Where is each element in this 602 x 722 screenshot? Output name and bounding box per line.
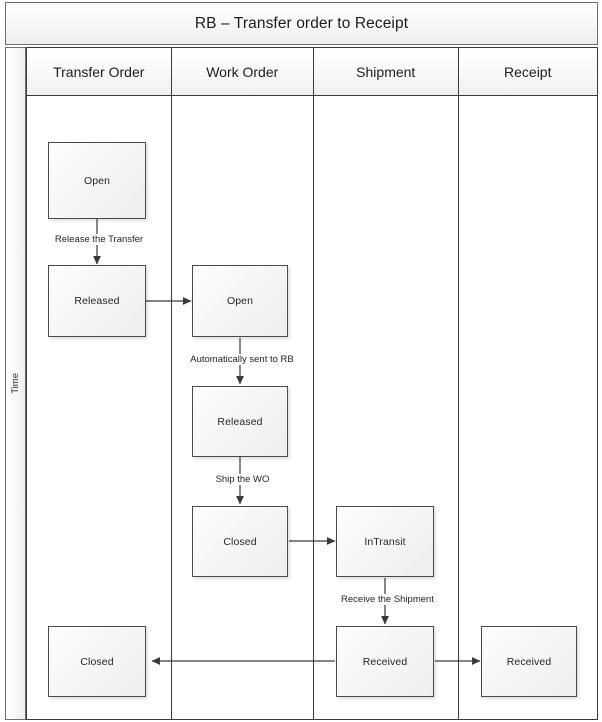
lane-header-row: Transfer Order Work Order Shipment Recei… <box>27 48 597 96</box>
node-work-order-open[interactable]: Open <box>192 265 288 337</box>
node-label: Received <box>506 655 552 668</box>
lane-header-transfer-order[interactable]: Transfer Order <box>27 48 172 95</box>
lane-header-label: Shipment <box>356 63 416 80</box>
node-shipment-received[interactable]: Received <box>336 626 434 697</box>
lane-header-label: Receipt <box>504 63 552 80</box>
lane-header-receipt[interactable]: Receipt <box>459 48 598 95</box>
lane-header-label: Transfer Order <box>53 63 145 80</box>
edge-label-automatically-sent-to-rb: Automatically sent to RB <box>181 354 303 365</box>
edge-label-release-the-transfer: Release the Transfer <box>46 234 152 245</box>
node-shipment-intransit[interactable]: InTransit <box>336 506 434 577</box>
lane-body-work-order <box>172 96 314 719</box>
node-label: Closed <box>223 535 257 548</box>
node-label: Received <box>362 655 408 668</box>
lane-grid: Transfer Order Work Order Shipment Recei… <box>26 47 598 720</box>
node-label: Released <box>217 415 263 428</box>
node-transfer-order-closed[interactable]: Closed <box>48 626 146 697</box>
lane-header-work-order[interactable]: Work Order <box>172 48 314 95</box>
lane-body-shipment <box>314 96 459 719</box>
node-label: Open <box>83 174 111 187</box>
diagram-title-bar: RB – Transfer order to Receipt <box>5 2 598 45</box>
lane-body-transfer-order <box>27 96 172 719</box>
node-label: Released <box>74 295 120 307</box>
node-work-order-released[interactable]: Released <box>192 386 288 457</box>
edge-label-receive-the-shipment: Receive the Shipment <box>328 594 447 605</box>
node-receipt-received[interactable]: Received <box>481 626 577 697</box>
node-label: InTransit <box>364 535 406 548</box>
lane-header-label: Work Order <box>206 63 279 80</box>
node-transfer-order-open[interactable]: Open <box>48 142 146 219</box>
node-work-order-closed[interactable]: Closed <box>192 506 288 577</box>
node-label: Open <box>226 295 254 307</box>
lane-body-row <box>27 96 597 719</box>
node-transfer-order-released[interactable]: Released <box>48 265 146 337</box>
page-title: RB – Transfer order to Receipt <box>194 14 409 32</box>
node-label: Closed <box>80 655 114 668</box>
time-axis: Time <box>5 47 26 720</box>
edge-label-ship-the-wo: Ship the WO <box>198 474 287 485</box>
lane-header-shipment[interactable]: Shipment <box>314 48 459 95</box>
